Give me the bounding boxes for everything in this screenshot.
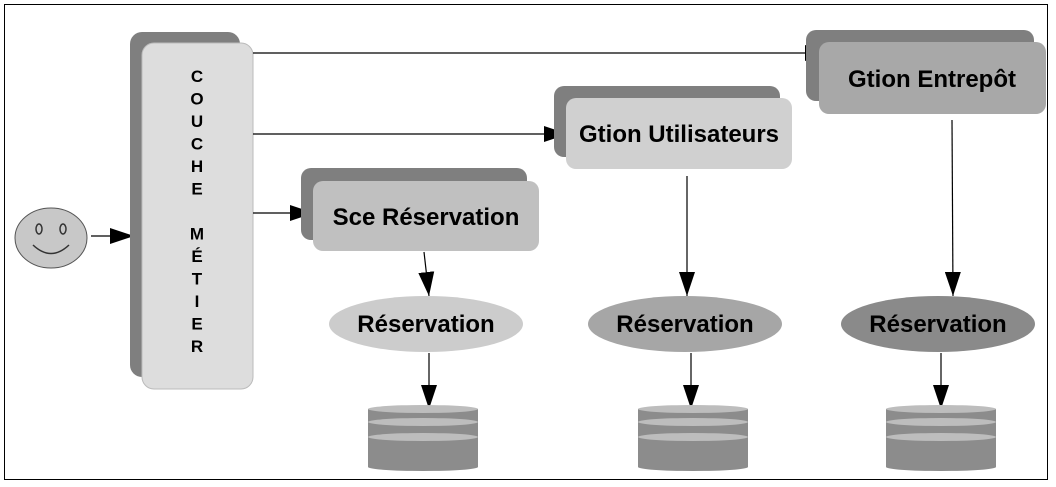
couche-metier-letter: T (192, 270, 203, 289)
sce-reservation-label: Sce Réservation (333, 204, 520, 231)
couche-metier-letter: I (195, 292, 200, 311)
couche-metier-letter: U (191, 112, 203, 131)
database-icon-1 (368, 405, 478, 471)
reservation-component-2: Réservation (588, 296, 782, 352)
reservation-component-3: Réservation (841, 296, 1035, 352)
database-icon-3 (886, 405, 996, 471)
reservation-component-1: Réservation (329, 296, 523, 352)
reservation-label-3: Réservation (869, 311, 1006, 338)
arrow-sce-to-reservation (418, 251, 435, 297)
gtion-entrepot-box: Gtion Entrepôt (806, 30, 1046, 114)
gtion-utilisateurs-label: Gtion Utilisateurs (579, 121, 779, 148)
gtion-entrepot-label: Gtion Entrepôt (848, 66, 1016, 93)
sce-reservation-box: Sce Réservation (301, 168, 539, 251)
arrow-entrepot-to-reservation (944, 119, 961, 297)
couche-metier-letter: M (190, 225, 204, 244)
reservation-label-1: Réservation (357, 311, 494, 338)
couche-metier-letter: E (191, 180, 202, 199)
user-smiley-icon (14, 207, 88, 269)
diagram-frame (4, 4, 1048, 480)
couche-metier-letter: E (191, 315, 202, 334)
couche-metier-letter: O (190, 90, 203, 109)
couche-metier-letter: C (191, 135, 203, 154)
couche-metier-letter: H (191, 157, 203, 176)
gtion-utilisateurs-box: Gtion Utilisateurs (554, 86, 792, 169)
couche-metier-letter: R (191, 337, 203, 356)
database-icon-2 (638, 405, 748, 471)
reservation-label-2: Réservation (616, 311, 753, 338)
couche-metier-letter: C (191, 67, 203, 86)
couche-metier-letter: É (191, 247, 202, 266)
